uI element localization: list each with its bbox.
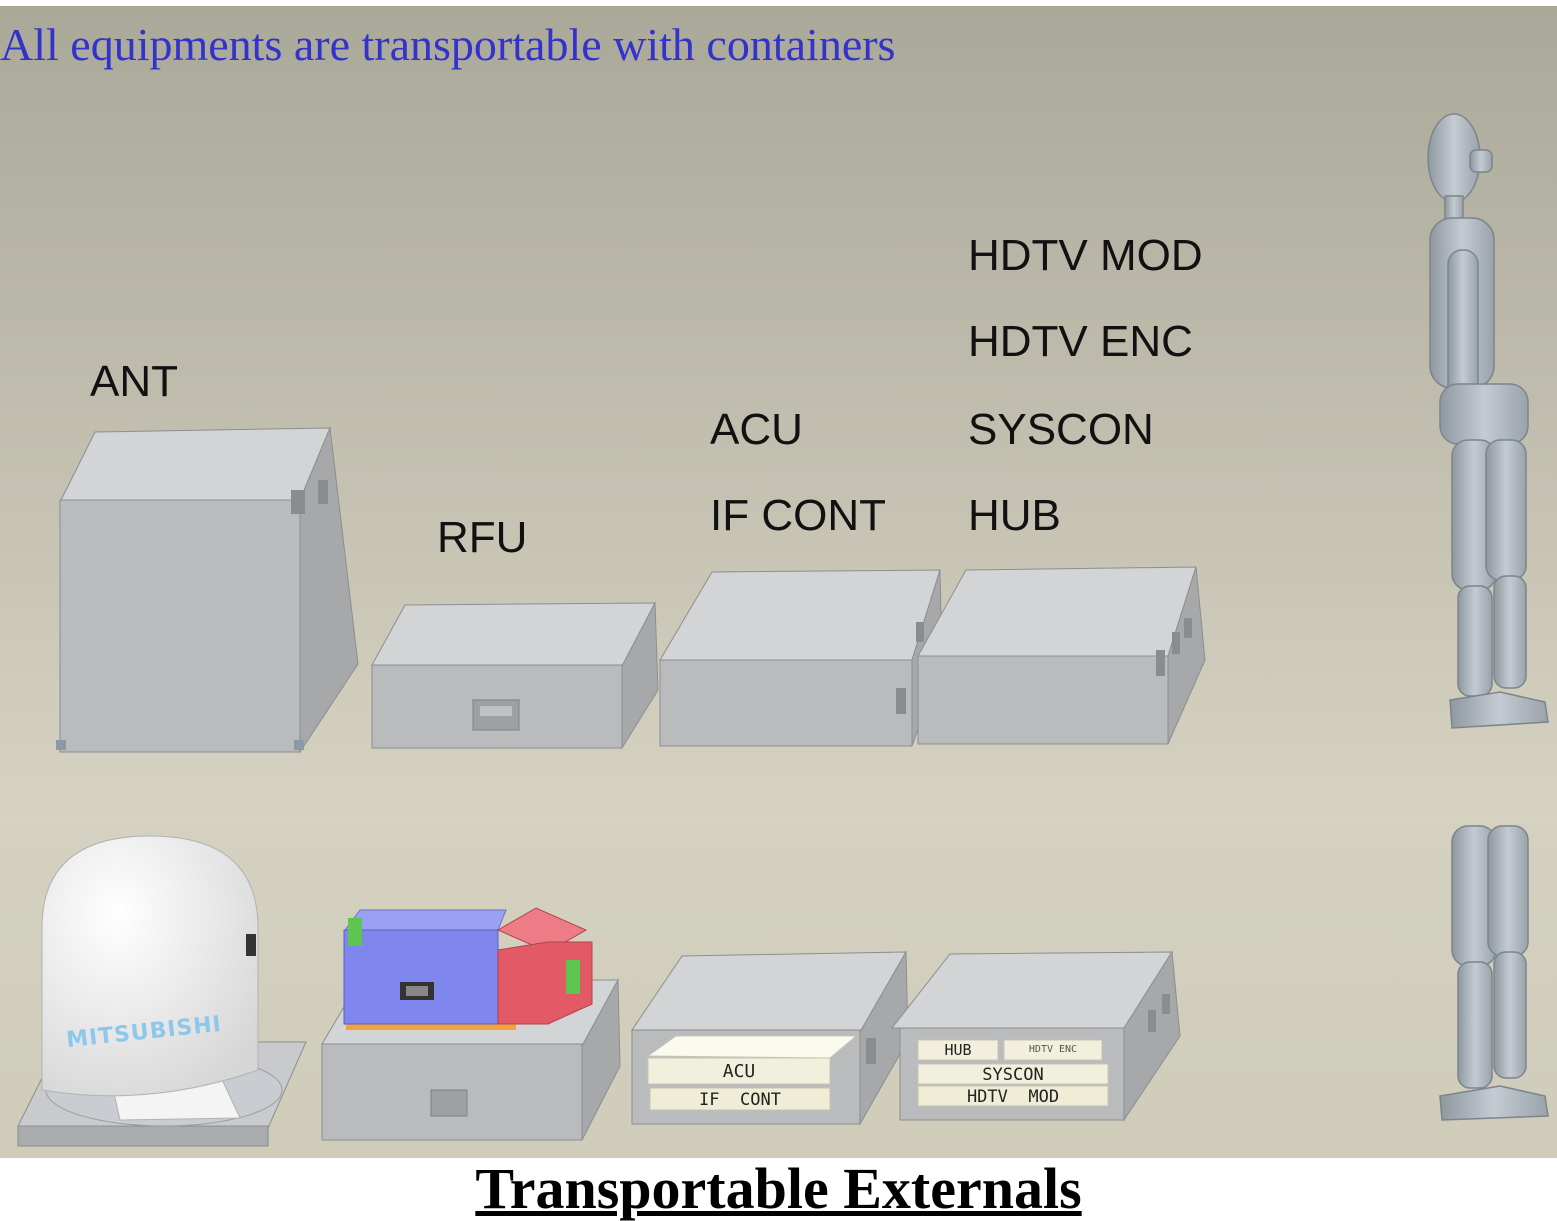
label-hub: HUB — [968, 491, 1061, 540]
module-label-syscon: SYSCON — [982, 1065, 1044, 1085]
module-label-acu: ACU — [722, 1061, 756, 1082]
module-label-hdtv-enc: HDTV ENC — [1028, 1044, 1078, 1055]
module-label-hdtv-mod: HDTV MOD — [966, 1087, 1060, 1107]
caption: Transportable Externals — [475, 1156, 1082, 1221]
acu-case — [659, 569, 943, 747]
label-ant: ANT — [90, 357, 178, 406]
label-rfu: RFU — [437, 513, 528, 562]
headline: All equipments are transportable with co… — [0, 19, 896, 70]
hdtv-case — [917, 566, 1206, 745]
label-syscon: SYSCON — [968, 405, 1154, 454]
label-hdtv-enc: HDTV ENC — [968, 317, 1193, 366]
module-label-hub: HUB — [944, 1041, 972, 1059]
module-label-if-cont: IF CONT — [699, 1090, 781, 1110]
label-hdtv-mod: HDTV MOD — [968, 231, 1203, 280]
ant-case — [56, 426, 359, 754]
label-acu: ACU — [710, 405, 803, 454]
human-figure-bottom — [1439, 825, 1549, 1121]
rfu-unit — [321, 907, 621, 1141]
rfu-case — [371, 601, 659, 750]
human-figure-top — [1427, 113, 1549, 729]
acu-open-case — [631, 950, 909, 1126]
hdtv-open-case — [890, 950, 1181, 1122]
label-if-cont: IF CONT — [710, 491, 886, 540]
antenna-radome — [17, 835, 307, 1147]
